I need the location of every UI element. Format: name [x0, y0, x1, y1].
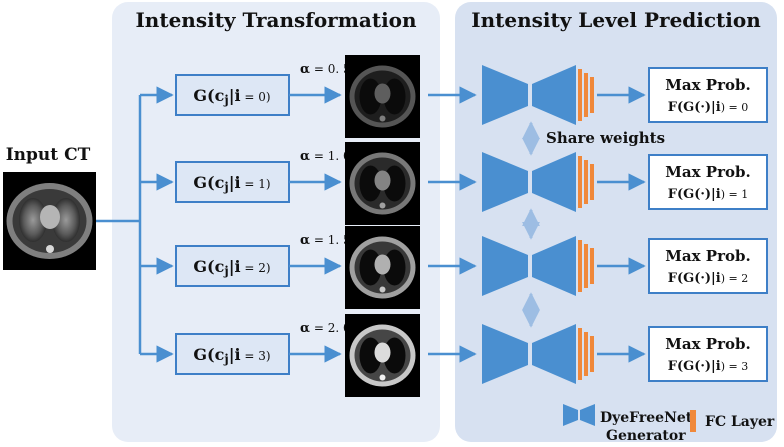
legend-fc-label: FC Layer: [705, 414, 775, 430]
input-connector: [96, 95, 142, 354]
prediction-title: Max Prob.: [665, 247, 750, 265]
branch-1: G(cj|i = 1) α = 1. 0 Max Prob. F(G(·)|i) = …: [140, 142, 768, 225]
transformed-ct-image: [345, 55, 420, 138]
dyefreenet-generator-icon: [482, 152, 576, 212]
prediction-title: Max Prob.: [665, 335, 750, 353]
legend: DyeFreeNet Generator FC Layer: [563, 404, 775, 444]
transformed-ct-image: [345, 314, 420, 397]
alpha-label: α = 1. 5: [300, 233, 351, 248]
dyefreenet-generator-icon: [482, 65, 576, 125]
transform-label: G(cj|i = 0): [193, 86, 270, 107]
dyefreenet-generator-icon: [482, 324, 576, 384]
prediction-function: F(G(·)|i) = 0: [668, 100, 749, 115]
branch-3: G(cj|i = 3) α = 2. 0 Max Prob. F(G(·)|i) = …: [140, 314, 768, 397]
legend-fc-icon: [690, 410, 696, 432]
transform-box: [175, 74, 290, 116]
fc-layer-icon: [578, 69, 594, 121]
prediction-title: Max Prob.: [665, 163, 750, 181]
prediction-box: [648, 238, 768, 294]
fc-layer-icon: [578, 328, 594, 380]
transform-box: [175, 161, 290, 203]
prediction-box: [648, 326, 768, 382]
transform-box: [175, 333, 290, 375]
fc-layer-icon: [578, 240, 594, 292]
transform-label: G(cj|i = 1): [193, 173, 270, 194]
prediction-box: [648, 67, 768, 123]
legend-generator-label-line2: Generator: [606, 428, 686, 444]
prediction-title: Intensity Level Prediction: [471, 8, 761, 32]
prediction-title: Max Prob.: [665, 76, 750, 94]
transformed-ct-image: [345, 142, 420, 225]
branch-2: G(cj|i = 2) α = 1. 5 Max Prob. F(G(·)|i) = …: [140, 226, 768, 309]
prediction-box: [648, 154, 768, 210]
transformation-title: Intensity Transformation: [135, 8, 417, 32]
share-weights-label: Share weights: [546, 129, 665, 147]
transform-label: G(cj|i = 2): [193, 257, 270, 278]
input-ct-image: [3, 172, 96, 270]
alpha-label: α = 2. 0: [300, 321, 351, 336]
transform-box: [175, 245, 290, 287]
dyefreenet-generator-icon: [482, 236, 576, 296]
prediction-function: F(G(·)|i) = 3: [668, 359, 749, 374]
prediction-function: F(G(·)|i) = 1: [668, 187, 749, 202]
branch-0: G(cj|i = 0) α = 0. 5 Max Prob. F(G(·)|i) = …: [140, 55, 768, 138]
branches: G(cj|i = 0) α = 0. 5 Max Prob. F(G(·)|i) = …: [140, 55, 768, 397]
alpha-label: α = 0. 5: [300, 62, 351, 77]
legend-generator-icon: [563, 404, 595, 426]
alpha-label: α = 1. 0: [300, 149, 351, 164]
legend-generator-label-line1: DyeFreeNet: [600, 410, 693, 426]
input-ct-label: Input CT: [6, 145, 91, 165]
prediction-function: F(G(·)|i) = 2: [668, 271, 749, 286]
fc-layer-icon: [578, 156, 594, 208]
transform-label: G(cj|i = 3): [193, 345, 270, 366]
transformed-ct-image: [345, 226, 420, 309]
